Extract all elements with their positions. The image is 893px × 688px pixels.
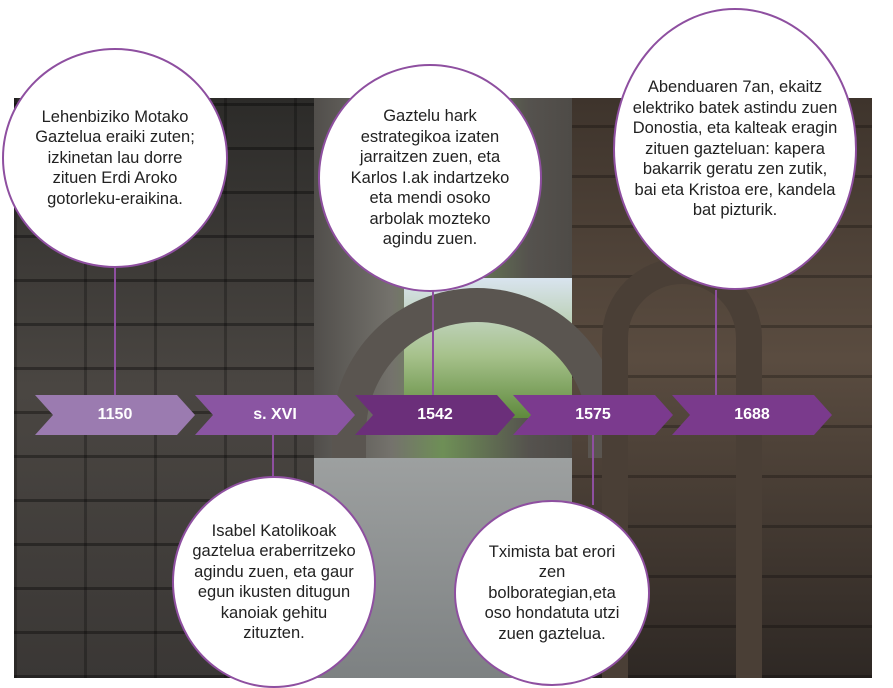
timeline-arrow-1542: 1542 [355, 395, 515, 435]
timeline-label: 1575 [575, 406, 611, 423]
event-text-xvi: Isabel Katolikoak gaztelua eraberritzeko… [192, 521, 356, 643]
event-text-1688: Abenduaren 7an, ekaitz elektriko batek a… [632, 78, 838, 220]
event-bubble-1542: Gaztelu hark estrategikoa izaten jarrait… [318, 64, 542, 292]
event-bubble-1150: Lehenbiziko Motako Gaztelua eraiki zuten… [2, 48, 228, 268]
timeline-label: 1150 [97, 406, 133, 423]
timeline-arrow-1688: 1688 [672, 395, 832, 435]
event-text-1150: Lehenbiziko Motako Gaztelua eraiki zuten… [35, 107, 195, 208]
timeline-label: s. XVI [253, 406, 297, 423]
connector-1688 [715, 290, 717, 395]
event-bubble-1575: Tximista bat erori zen bolborategian,eta… [454, 500, 650, 686]
connector-1542 [432, 290, 434, 395]
connector-1575 [592, 435, 594, 505]
event-bubble-xvi: Isabel Katolikoak gaztelua eraberritzeko… [172, 476, 376, 688]
event-text-1575: Tximista bat erori zen bolborategian,eta… [484, 542, 620, 643]
timeline-arrow-1575: 1575 [513, 395, 673, 435]
timeline-arrow-xvi: s. XVI [195, 395, 355, 435]
connector-1150 [114, 265, 116, 395]
connector-xvi [272, 435, 274, 480]
timeline-label: 1688 [734, 406, 770, 423]
event-bubble-1688: Abenduaren 7an, ekaitz elektriko batek a… [613, 8, 857, 290]
timeline-arrow-1150: 1150 [35, 395, 195, 435]
event-text-1542: Gaztelu hark estrategikoa izaten jarrait… [350, 107, 510, 249]
timeline-label: 1542 [417, 406, 453, 423]
